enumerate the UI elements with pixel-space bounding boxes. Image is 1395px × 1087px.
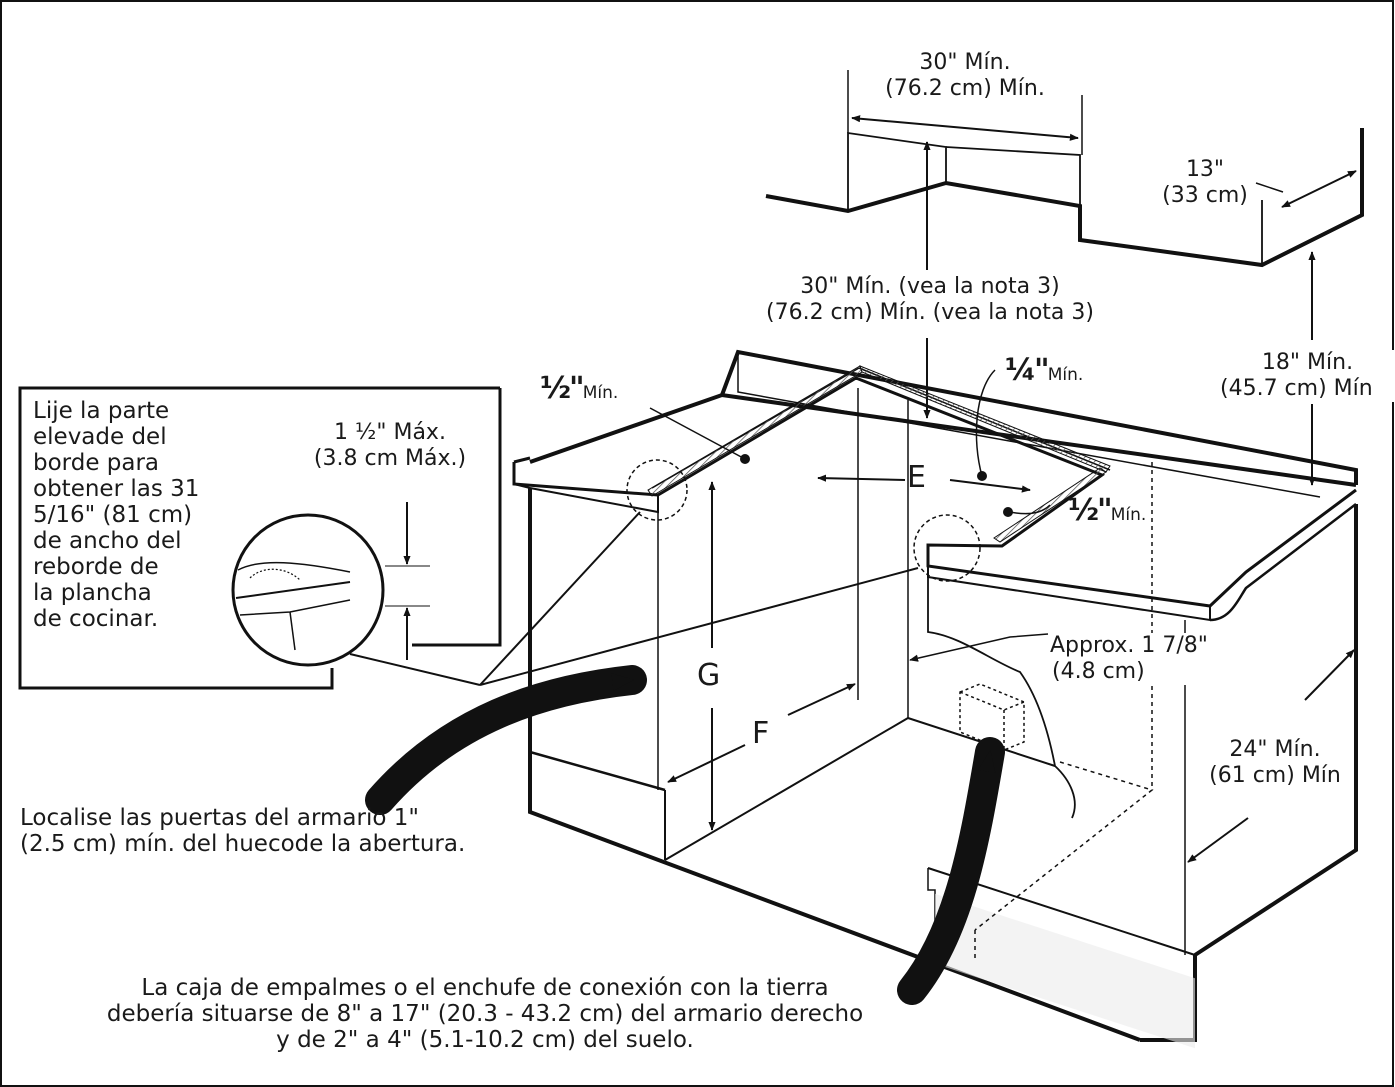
sand-line-9: de cocinar. [33,606,159,632]
max-label: 1 ½" Máx. (3.8 cm Máx.) [290,420,490,472]
approx-line1: Approx. 1 7/8" [1050,633,1208,658]
sand-note: Lije la parte elevade del borde para obt… [33,398,213,632]
sand-line-7: reborde de [33,554,159,580]
half-right-label: ½"Mín. [1068,496,1147,528]
overhead-cabinet [765,70,1364,268]
detail-circle-left [626,459,688,521]
min-24-line2: (61 cm) Mín [1209,763,1341,788]
dimension-g-letter: G [697,658,721,693]
junction-line-3: y de 2" a 4" (5.1-10.2 cm) del suelo. [276,1027,694,1053]
dimension-f-letter: F [752,716,770,751]
dim-e-arrow-left [817,474,906,482]
sand-line-4: obtener las 31 [33,476,200,502]
depth-13-arrow [1281,170,1357,208]
magnifier-content [235,561,351,651]
doors-note: Localise las puertas del armario 1" (2.5… [20,805,520,857]
sand-line-8: la plancha [33,580,152,606]
doors-line-1: Localise las puertas del armario 1" [20,805,419,831]
quarter-label: ¼"Mín. [1005,356,1084,388]
sand-line-2: elevade del [33,424,167,450]
approx-label: Approx. 1 7/8" (4.8 cm) [1050,633,1208,685]
clearance-18-line1: 18" Mín. [1261,350,1354,375]
dimension-e-letter: E [907,460,926,495]
approx-line2: (4.8 cm) [1052,659,1145,684]
curved-arrow-right [897,737,1005,1005]
max-line1: 1 ½" Máx. [334,420,446,445]
max-line2: (3.8 cm Máx.) [313,446,467,471]
half-left-frac: ½" [540,371,585,406]
junction-note: La caja de empalmes o el enchufe de cone… [50,975,920,1053]
junction-box-icon [959,683,1025,751]
top-width-line2: (76.2 cm) Mín. [885,76,1045,101]
sand-line-6: de ancho del [33,528,182,554]
half-right-sub: Mín. [1110,505,1147,525]
min-24-label: 24" Mín. (61 cm) Mín [1200,737,1350,789]
quarter-sub: Mín. [1047,365,1084,385]
hatched-edge-left [647,365,863,497]
clearance-30-line2: (76.2 cm) Mín. (vea la nota 3) [766,300,1094,325]
clearance-30-line1: 30" Mín. (vea la nota 3) [800,274,1060,299]
top-width-arrow [851,115,1079,141]
top-width-line1: 30" Mín. [919,50,1011,75]
min-24-line1: 24" Mín. [1229,737,1321,762]
junction-line-1: La caja de empalmes o el enchufe de cone… [141,975,829,1001]
sand-line-5: 5/16" (81 cm) [33,502,193,528]
curved-arrow-left [365,665,647,815]
dim-f-arrow-right [787,683,856,716]
depth-13-label: 13" (33 cm) [1150,157,1260,209]
top-width-label: 30" Mín. (76.2 cm) Mín. [848,50,1082,102]
detail-circle-right [913,514,981,582]
depth-13-line1: 13" [1185,157,1225,182]
dim-e-arrow-right [949,479,1031,493]
clearance-18-line2: (45.7 cm) Mín [1220,376,1373,401]
half-left-sub: Mín. [582,383,619,403]
magnifier-circle [231,513,385,667]
doors-line-2: (2.5 cm) mín. del huecode la abertura. [20,831,466,857]
half-right-frac: ½" [1068,493,1113,528]
sand-line-1: Lije la parte [33,398,170,424]
hidden-lines [974,462,1154,960]
clearance-18-label: 18" Mín. (45.7 cm) Mín [1220,350,1395,402]
sand-line-3: borde para [33,450,160,476]
clearance-30-label: 30" Mín. (vea la nota 3) (76.2 cm) Mín. … [730,274,1130,326]
depth-13-line2: (33 cm) [1162,183,1248,208]
half-left-label: ½"Mín. [540,374,619,406]
dim-f-arrow-left [667,744,746,783]
quarter-frac: ¼" [1005,353,1050,388]
junction-line-2: debería situarse de 8" a 17" (20.3 - 43.… [106,1001,864,1027]
callout-box [18,386,502,690]
